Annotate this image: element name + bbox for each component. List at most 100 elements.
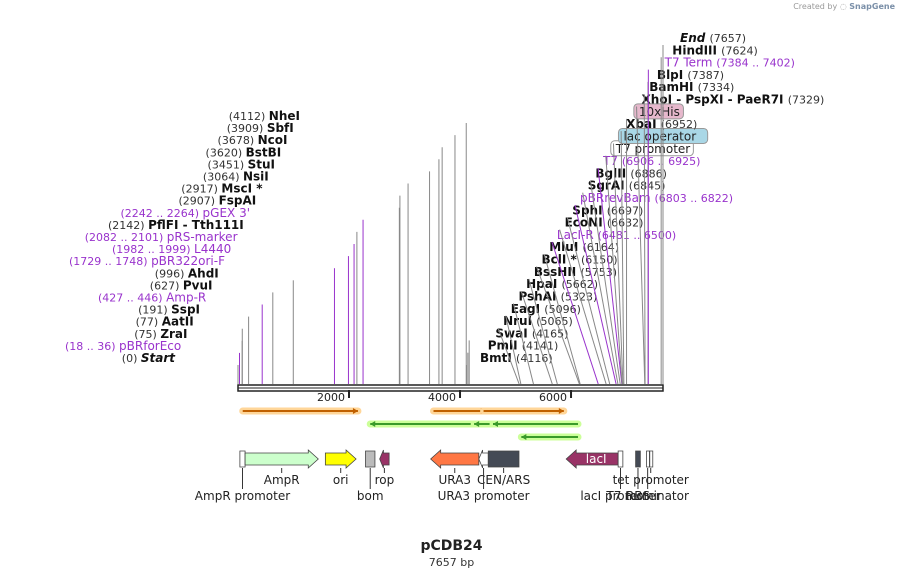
site-label: End (7657) [680, 31, 746, 45]
site-label: (0) Start [122, 351, 176, 365]
site-name: NheI [269, 109, 300, 123]
site-coord: (1982 .. 1999) [112, 243, 194, 256]
site-name: T7 Term [664, 56, 717, 70]
feature-inline-label: lacI [586, 452, 607, 466]
feature-label: AmpR [264, 473, 300, 487]
site-name: PflFI - Tth111I [148, 218, 244, 232]
primer-arrowhead [370, 421, 376, 427]
site-coord: (627) [150, 279, 183, 292]
site-coord: (4116) [516, 352, 553, 365]
feature-shape [565, 449, 619, 469]
site-label: (1982 .. 1999) L4440 [112, 242, 231, 256]
snapgene-logo-icon: ◌ [839, 2, 847, 11]
site-label: (3451) StuI [208, 157, 275, 171]
leader-line [497, 327, 520, 385]
feature-shape [430, 449, 480, 469]
feature-shape [365, 450, 376, 468]
site-name: AatII [162, 315, 194, 329]
site-label: SwaI (4165) [495, 326, 568, 340]
site-name: BstBI [246, 145, 282, 159]
site-coord: (6481 .. 6500) [598, 229, 677, 242]
feature-label: T7 terminator [605, 489, 689, 503]
feature-shape [487, 450, 520, 468]
site-name: NsiI [243, 170, 269, 184]
site-coord: (7384 .. 7402) [716, 57, 795, 70]
site-coord: (2082 .. 2101) [85, 231, 167, 244]
site-label: HindIII (7624) [672, 43, 757, 57]
primer-arrowhead [558, 408, 564, 414]
plasmid-size: 7657 bp [428, 556, 475, 569]
site-label: XhoI - PspXI - PaeR7I (7329) [642, 93, 825, 107]
ruler-tick-label: 2000 [317, 391, 345, 404]
site-name: BmtI [480, 351, 516, 365]
site-coord: (7624) [721, 44, 758, 57]
site-label: (77) AatII [136, 315, 194, 329]
site-name: LacI-R [557, 228, 598, 242]
site-label: MluI (6164) [549, 240, 619, 254]
site-label: BamHI (7334) [649, 80, 734, 94]
site-label: (2082 .. 2101) pRS-marker [85, 230, 238, 244]
site-label: (2142) PflFI - Tth111I [108, 218, 244, 232]
site-coord: (5753) [580, 266, 617, 279]
site-name: BlpI [657, 68, 688, 82]
feature-label: tet promoter [613, 473, 689, 487]
leader-line [620, 131, 625, 385]
site-name: BclI * [542, 253, 581, 267]
site-label: (3620) BstBI [206, 145, 282, 159]
site-label: (75) ZraI [134, 327, 187, 341]
site-label: (427 .. 446) Amp-R [98, 291, 206, 305]
leader-line [566, 217, 611, 385]
site-coord: (7334) [698, 81, 735, 94]
site-name: EcoNI [565, 216, 607, 230]
feature-label: CEN/ARS [477, 473, 530, 487]
site-coord: (996) [155, 267, 188, 280]
site-label: (3064) NsiI [203, 170, 269, 184]
leader-line [589, 180, 621, 385]
leader-line [582, 192, 619, 385]
site-name: NruI [503, 314, 536, 328]
site-name: XbaI [626, 117, 661, 131]
site-coord: (5662) [562, 278, 599, 291]
site-label: (2917) MscI * [181, 182, 263, 196]
site-coord: (1729 .. 1748) [69, 255, 151, 268]
site-coord: (427 .. 446) [98, 292, 166, 305]
leader-line [643, 94, 646, 385]
site-label: BglII (6886) [595, 166, 667, 180]
site-coord: (6803 .. 6822) [654, 192, 733, 205]
site-name: HpaI [526, 277, 561, 291]
feature-shape [239, 450, 246, 468]
site-label: BmtI (4116) [480, 351, 553, 365]
feature-shape [649, 450, 654, 468]
site-name: L4440 [194, 242, 231, 256]
feature-tag-box [633, 103, 684, 120]
leader-line [512, 303, 534, 385]
site-label: (627) PvuI [150, 278, 213, 292]
leader-line [597, 168, 623, 385]
site-label: (3909) SbfI [227, 121, 294, 135]
site-name: FspAI [219, 194, 257, 208]
site-label: SphI (6697) [572, 203, 643, 217]
site-label: (1729 .. 1748) pBR322ori-F [69, 254, 225, 268]
feature-label: AmpR promoter [195, 489, 290, 503]
site-name: AhdI [188, 266, 219, 280]
leader-line [505, 315, 522, 385]
site-name: StuI [248, 157, 275, 171]
site-coord: (6697) [607, 204, 644, 217]
site-name: End [680, 31, 710, 45]
site-label: pBRrevBam (6803 .. 6822) [580, 191, 733, 205]
site-name: SwaI [495, 326, 531, 340]
feature-shape [244, 449, 319, 469]
feature-label: URA3 [439, 473, 471, 487]
site-coord: (3909) [227, 122, 267, 135]
site-label: PshAI (5323) [518, 289, 597, 303]
site-coord: (6632) [607, 217, 644, 230]
site-name: PvuI [183, 278, 213, 292]
primer-arrowhead [521, 434, 527, 440]
leader-line [559, 229, 607, 385]
site-name: pBR322ori-F [151, 254, 225, 268]
feature-shape [617, 450, 624, 468]
feature-shape [324, 449, 357, 469]
snapgene-brand: Created by ◌ SnapGene [793, 2, 895, 11]
site-name: SspI [171, 303, 200, 317]
site-coord: (77) [136, 316, 162, 329]
